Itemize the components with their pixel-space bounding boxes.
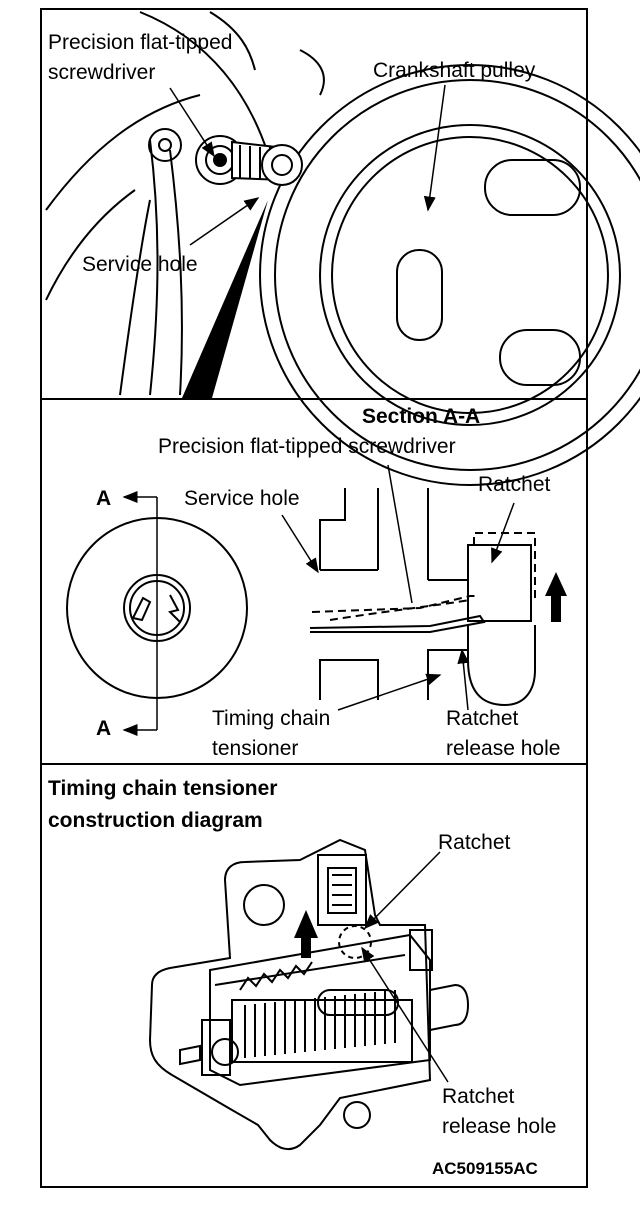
release-hole-label-line1: Ratchet: [446, 707, 519, 730]
release-hole-leader-3: [361, 946, 449, 1083]
section-title: Section A-A: [362, 405, 481, 428]
section-mark-bottom: A: [96, 717, 112, 740]
tensioner-construction-drawing: [148, 838, 470, 1151]
ratchet-label-3: Ratchet: [438, 831, 511, 854]
release-hole-label-line2: release hole: [446, 737, 561, 760]
construction-title-line2: construction diagram: [48, 809, 263, 832]
screwdriver-label-line1: Precision flat-tipped: [48, 31, 233, 54]
service-hole-leader-1: [189, 197, 260, 246]
crankshaft-pulley-label: Crankshaft pulley: [373, 59, 536, 82]
crankshaft-pulley-drawing: [259, 64, 640, 486]
diagram-frame: [40, 8, 588, 1188]
panel-divider-1: [40, 398, 588, 400]
figure-code: AC509155AC: [432, 1159, 538, 1178]
construction-title-line1: Timing chain tensioner: [48, 777, 278, 800]
tensioner-label-line2: tensioner: [212, 737, 299, 760]
ratchet-leader: [491, 502, 515, 564]
ratchet-label-2: Ratchet: [478, 473, 551, 496]
screwdriver-drawing: [195, 135, 303, 186]
service-hole-leader-2: [281, 514, 319, 574]
section-body-drawing: [319, 488, 536, 707]
service-hole-label-1: Service hole: [82, 253, 198, 276]
panel-divider-2: [40, 763, 588, 765]
ratchet-up-arrow: [545, 572, 567, 622]
pulley-leader: [423, 84, 446, 212]
release-hole-label-3-line1: Ratchet: [442, 1085, 515, 1108]
section-line-a-a: [122, 491, 158, 736]
engine-front-drawing: [45, 11, 325, 396]
screwdriver-section: [309, 595, 486, 633]
release-hole-leader: [457, 648, 470, 711]
screwdriver-label-line2: screwdriver: [48, 61, 156, 84]
section-callout-wedge: [182, 200, 268, 398]
ratchet-leader-3: [363, 851, 441, 930]
screwdriver-label-2: Precision flat-tipped screwdriver: [158, 435, 456, 458]
screwdriver-leader: [169, 87, 215, 158]
release-hole-label-3-line2: release hole: [442, 1115, 557, 1138]
service-hole-label-2: Service hole: [184, 487, 300, 510]
construction-up-arrow: [294, 910, 318, 958]
screwdriver-leader-2: [387, 464, 413, 604]
section-mark-top: A: [96, 487, 112, 510]
tensioner-label-line1: Timing chain: [212, 707, 331, 730]
tensioner-leader: [337, 673, 442, 711]
